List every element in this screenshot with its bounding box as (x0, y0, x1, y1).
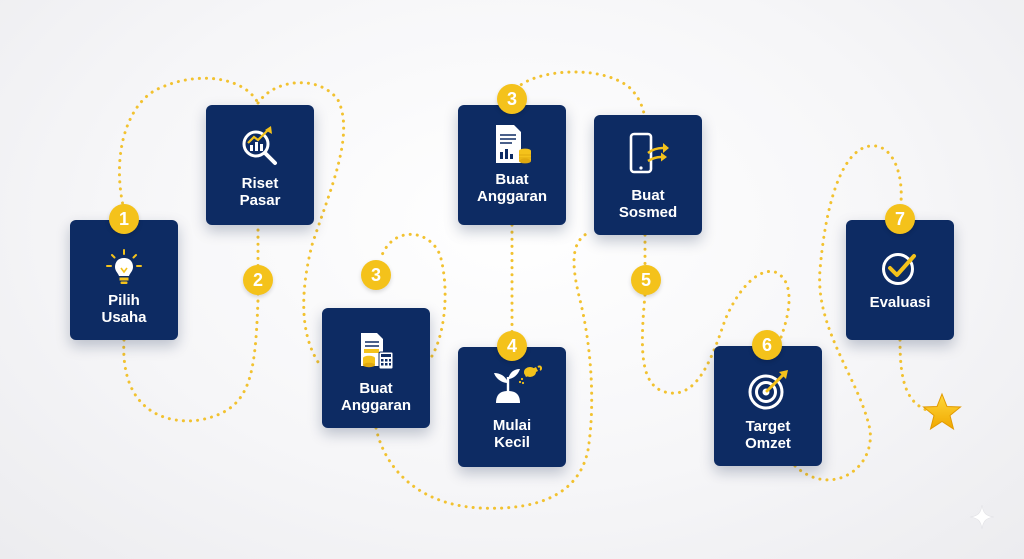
seedling-watering-can-icon (494, 365, 543, 403)
step-card-riset-pasar: Riset Pasar (206, 105, 314, 225)
step-label: Buat Sosmed (618, 187, 678, 221)
document-coins-icon (496, 125, 531, 164)
step-number-badge: 3 (361, 260, 391, 290)
step-card-evaluasi: Evaluasi (846, 220, 954, 340)
step-label: Evaluasi (869, 294, 931, 311)
step-label: Mulai Kecil (492, 417, 532, 451)
target-arrow-icon (748, 370, 788, 410)
step-label: Buat Anggaran (340, 380, 411, 414)
step-card-mulai-kecil: Mulai Kecil (458, 347, 566, 467)
magnifier-chart-icon (242, 126, 277, 165)
step-number-badge: 4 (497, 331, 527, 361)
smartphone-share-icon (629, 132, 669, 174)
step-card-buat-anggaran: Buat Anggaran (458, 105, 566, 225)
sparkle-icon (969, 504, 995, 530)
step-number-badge: 5 (631, 265, 661, 295)
step-number-badge: 6 (752, 330, 782, 360)
step-number-badge: 7 (885, 204, 915, 234)
lightbulb-icon (106, 249, 142, 284)
step-label: Buat Anggaran (476, 171, 547, 205)
step-number-badge: 2 (243, 265, 273, 295)
step-card-pilih-usaha: Pilih Usaha (70, 220, 178, 340)
step-card-buat-anggaran: Buat Anggaran (322, 308, 430, 428)
step-number-badge: 3 (497, 84, 527, 114)
budget-calculator-icon (361, 333, 394, 370)
step-card-buat-sosmed: Buat Sosmed (594, 115, 702, 235)
star-icon (922, 392, 962, 431)
check-circle-icon (882, 253, 916, 285)
step-label: Pilih Usaha (101, 292, 147, 326)
step-label: Target Omzet (745, 418, 791, 452)
step-label: Riset Pasar (239, 175, 281, 209)
step-card-target-omzet: Target Omzet (714, 346, 822, 466)
step-number-badge: 1 (109, 204, 139, 234)
